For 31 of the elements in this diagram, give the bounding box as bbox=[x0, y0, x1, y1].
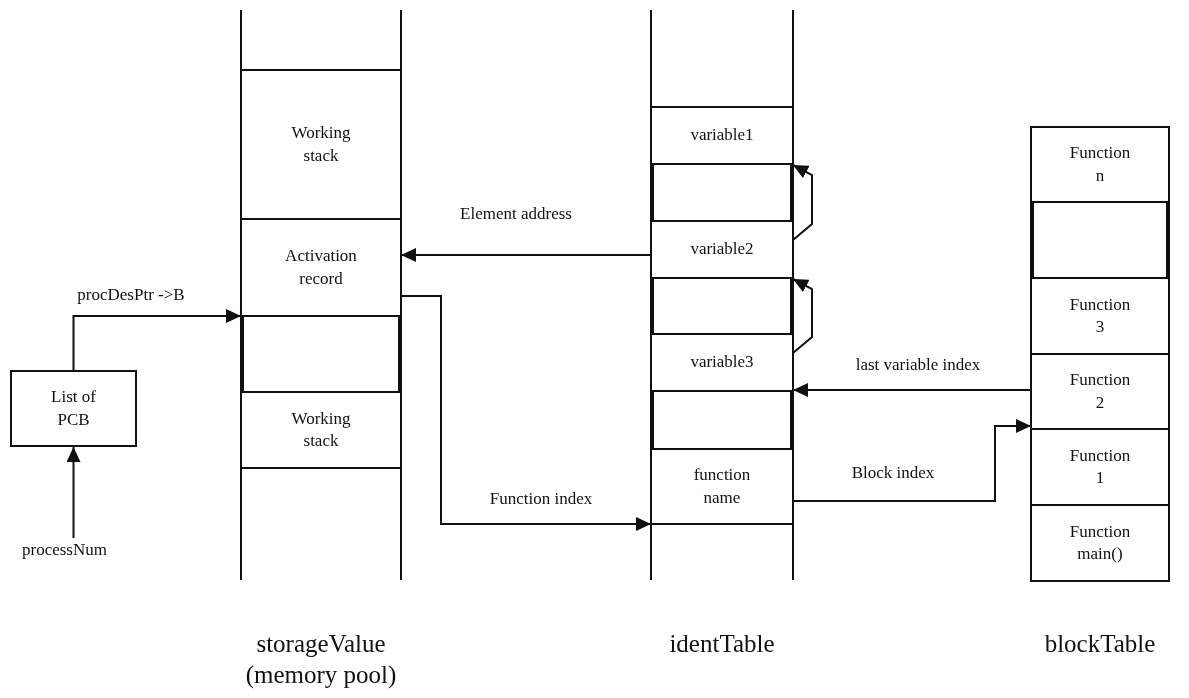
empty-cell bbox=[652, 277, 792, 335]
cell-label: variable3 bbox=[690, 351, 754, 374]
cell-label: Function 3 bbox=[1068, 293, 1132, 338]
empty-cell bbox=[652, 163, 792, 222]
empty-cell bbox=[242, 315, 400, 393]
cell-label: function name bbox=[692, 464, 752, 509]
arrow bbox=[792, 278, 813, 354]
arrow bbox=[400, 295, 652, 531]
arrow bbox=[792, 164, 813, 241]
text-label: processNum bbox=[22, 540, 107, 560]
cell-label: Working stack bbox=[290, 407, 352, 452]
arrow bbox=[792, 419, 1032, 502]
process-box bbox=[10, 370, 137, 447]
cell-label: Function 2 bbox=[1068, 369, 1132, 414]
cell-label: Function 1 bbox=[1068, 444, 1132, 489]
arrow bbox=[66, 446, 81, 539]
cell-label: Function n bbox=[1068, 142, 1132, 187]
cell-label: List of PCB bbox=[50, 386, 97, 431]
column-heading: identTable bbox=[668, 629, 776, 659]
arrow bbox=[400, 248, 652, 262]
cell-label: variable2 bbox=[690, 238, 754, 261]
empty-cell bbox=[1032, 201, 1168, 279]
cell-label: Function main() bbox=[1068, 520, 1132, 565]
arrow bbox=[792, 383, 1032, 397]
cell-label: Activation record bbox=[284, 245, 358, 290]
cell-label: Working stack bbox=[290, 122, 352, 167]
arrow bbox=[72, 309, 242, 371]
cell-label: variable1 bbox=[690, 124, 754, 147]
column-heading: blockTable bbox=[1043, 629, 1157, 659]
empty-cell bbox=[652, 390, 792, 450]
column-heading: storageValue (memory pool) bbox=[244, 629, 398, 691]
